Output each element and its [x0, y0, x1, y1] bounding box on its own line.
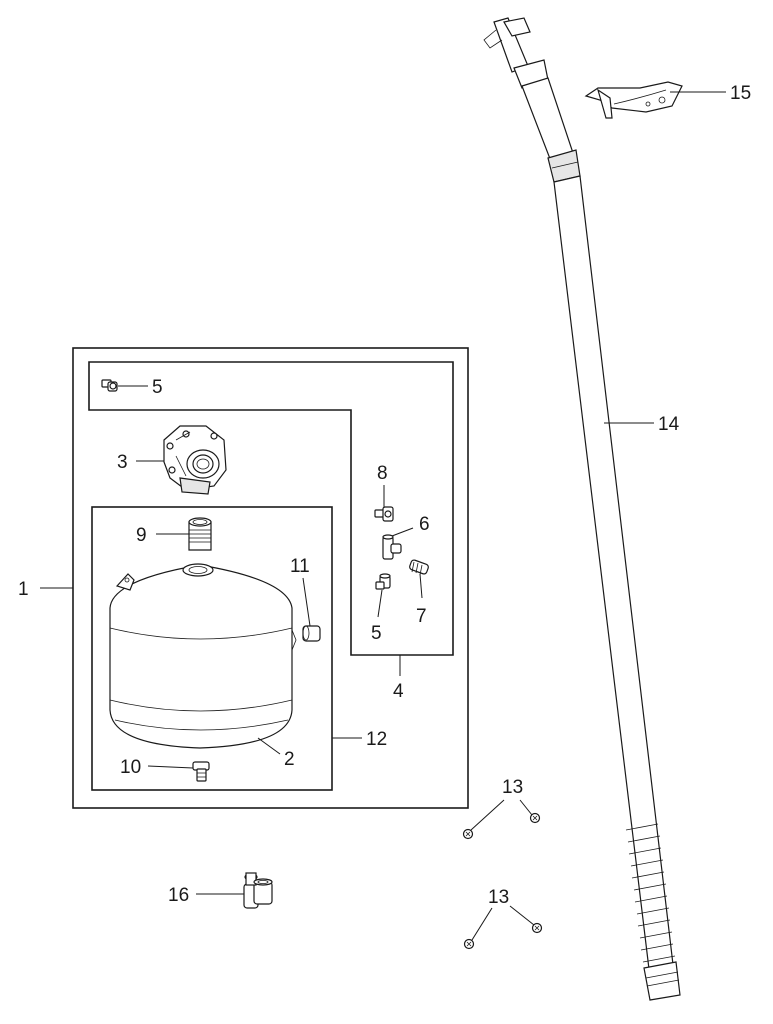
callout-16: 16 — [168, 885, 189, 906]
screw-13-b — [463, 922, 543, 950]
nipple-fitting-9 — [188, 517, 212, 551]
callout-8: 8 — [377, 463, 388, 484]
elbow-fitting-top — [101, 379, 118, 392]
callout-5-bottom: 5 — [371, 623, 382, 644]
assembly-box-12 — [91, 506, 333, 791]
callout-1: 1 — [18, 579, 29, 600]
callout-11: 11 — [290, 556, 310, 577]
callout-labels: 1 5 3 9 8 6 7 5 4 11 12 2 10 13 13 14 15… — [18, 83, 751, 908]
callout-13-lower: 13 — [488, 887, 509, 908]
callout-14: 14 — [658, 414, 680, 435]
callout-7: 7 — [416, 606, 427, 627]
callout-9: 9 — [136, 525, 147, 546]
elbow-fitting-bottom — [375, 573, 391, 590]
callout-12: 12 — [366, 729, 387, 750]
callout-15: 15 — [730, 83, 751, 104]
screw-13-a — [462, 812, 541, 840]
pressure-tank — [109, 563, 297, 749]
threaded-nipple-7 — [409, 559, 429, 576]
callout-3: 3 — [117, 452, 128, 473]
assembly-box-4 — [88, 361, 454, 656]
callout-6: 6 — [419, 514, 430, 535]
wand-grip-spring — [625, 823, 681, 1001]
valve-head — [163, 425, 227, 495]
tee-fitting-8 — [374, 506, 394, 522]
assembly-box-1 — [72, 347, 469, 809]
callout-4: 4 — [393, 681, 404, 702]
tee-fitting-6 — [382, 534, 402, 560]
adapter-fitting-16 — [243, 872, 273, 909]
callout-5-top: 5 — [152, 377, 163, 398]
plug-11 — [302, 625, 321, 642]
leader-lines — [40, 91, 726, 941]
callout-13-upper: 13 — [502, 777, 523, 798]
wand-bracket-15 — [584, 81, 683, 119]
drain-fitting-10 — [192, 761, 210, 782]
callout-10: 10 — [120, 757, 141, 778]
spray-wand-14 — [483, 17, 681, 1001]
callout-2: 2 — [284, 749, 295, 770]
